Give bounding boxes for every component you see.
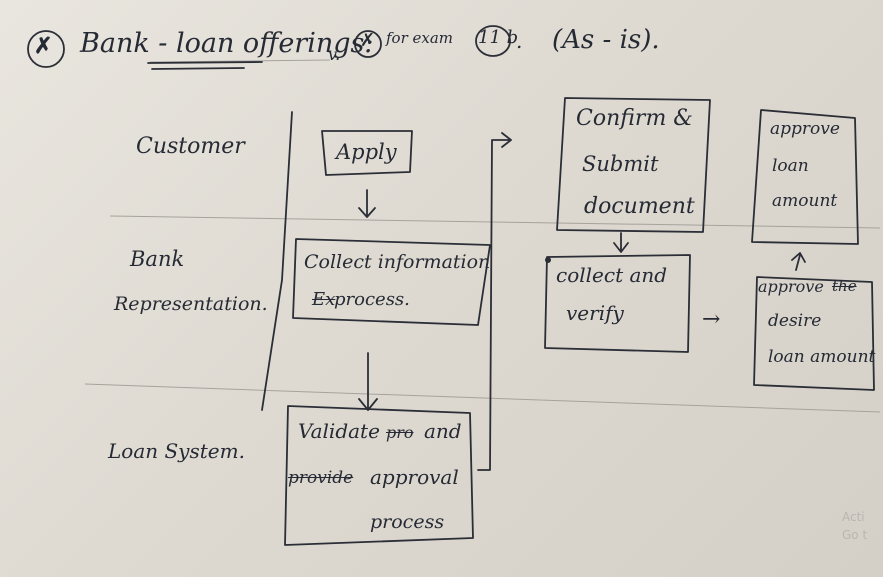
step-approve-amount-line2: loan	[772, 156, 809, 176]
step-collect-info-line1: Collect information	[304, 251, 491, 273]
watermark-line1: Acti	[842, 510, 865, 524]
approve-desire-box	[753, 276, 875, 391]
step-confirm-line1: Confirm &	[576, 106, 693, 131]
lane-divider-bottom	[84, 383, 881, 413]
step-validate-approval: approval	[370, 465, 459, 489]
step-apply: Apply	[336, 140, 397, 164]
step-approve-desire-struck: the	[832, 277, 857, 295]
lane-divider-top	[109, 215, 881, 229]
step-approve-desire-line3: loan amount	[768, 347, 876, 367]
header-marker: ✗	[34, 33, 53, 59]
step-validate-process: process	[370, 511, 445, 533]
step-validate-struck-2: provide	[288, 468, 354, 488]
status-as-is: (As - is).	[552, 25, 660, 55]
verify-box	[544, 254, 691, 353]
approve-amount-box	[751, 109, 859, 245]
apply-box	[321, 130, 413, 176]
step-approve-amount-line3: amount	[772, 191, 838, 211]
exam-reference: 11 b	[478, 27, 519, 48]
confirm-submit-box	[556, 97, 711, 233]
arrow-apply-to-collect	[358, 189, 376, 218]
step-verify-line1: collect and	[556, 263, 668, 287]
tick-mark: v.	[328, 45, 341, 64]
step-verify-line2: verify	[566, 301, 624, 325]
title-underline	[147, 61, 263, 64]
step-collect-info-line2: process.	[334, 289, 410, 310]
step-approve-desire-line1: approve	[758, 277, 824, 296]
arrow-desire-to-amount	[791, 252, 806, 271]
arrow-verify-to-approve: →	[702, 307, 721, 332]
arrow-confirm-to-verify	[613, 232, 629, 253]
title-underline-faint	[149, 59, 331, 63]
for-exam-note: for exam	[386, 29, 454, 47]
step-validate-word: Validate	[298, 419, 380, 443]
watermark-line2: Go t	[842, 528, 868, 542]
swimlane-vertical-line	[261, 111, 293, 411]
lane-label-loan-system: Loan System.	[108, 439, 245, 463]
lane-label-bank-rep-line2: Representation.	[114, 293, 268, 315]
step-approve-amount-line1: approve	[770, 119, 840, 139]
header-comma: .	[516, 29, 523, 53]
lane-label-bank-rep-line1: Bank	[130, 247, 185, 271]
header-marker2-circle	[354, 30, 382, 58]
verify-box-dot	[545, 257, 551, 263]
arrow-collect-to-validate	[358, 352, 378, 411]
collect-info-box	[292, 238, 491, 326]
step-approve-desire-line2: desire	[768, 311, 822, 331]
page-title: Bank - loan offerings:	[80, 28, 374, 59]
step-confirm-line2: Submit	[582, 152, 659, 176]
step-confirm-line3: document	[584, 194, 695, 219]
title-underline-2	[151, 67, 245, 70]
step-validate-and: and	[424, 419, 462, 443]
arrow-validate-to-confirm	[477, 132, 512, 471]
header-marker2: ✗	[360, 30, 376, 51]
exam-ref-circle	[475, 25, 511, 57]
step-collect-info-struck: Ex	[312, 289, 336, 310]
lane-label-customer: Customer	[136, 134, 245, 159]
validate-box	[284, 405, 474, 546]
header-marker-circle	[27, 30, 65, 68]
step-validate-struck-1: pro	[386, 423, 414, 442]
